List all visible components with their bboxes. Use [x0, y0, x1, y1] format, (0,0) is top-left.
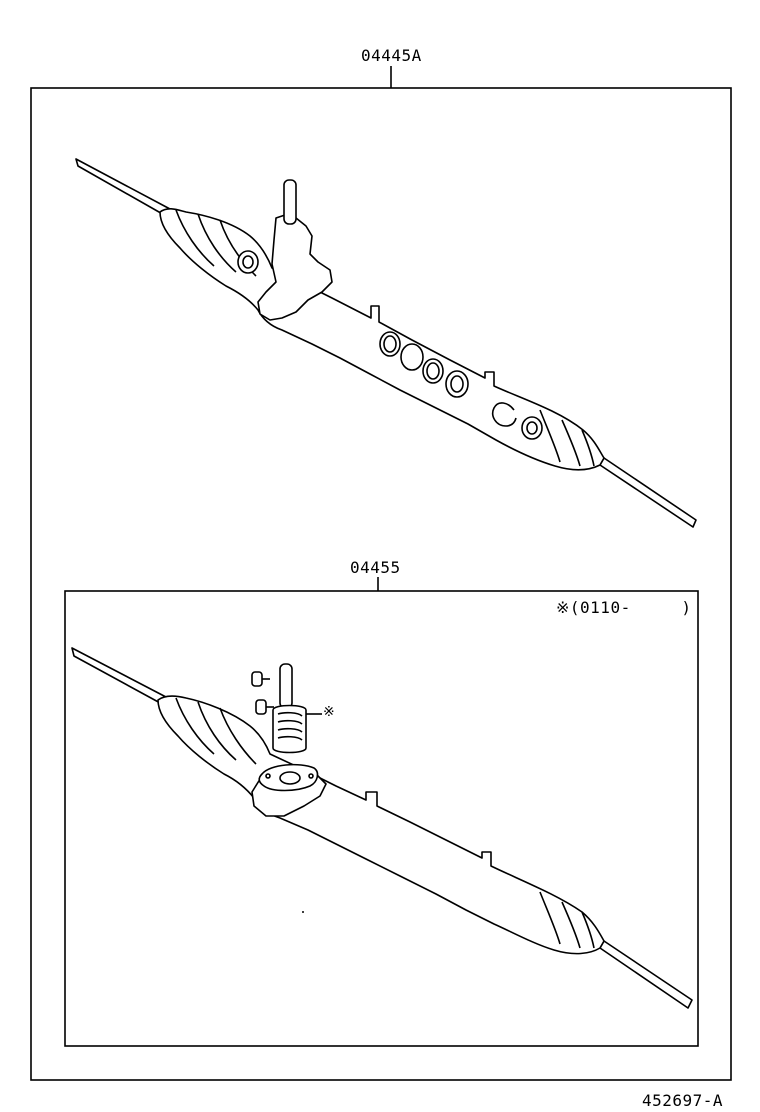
oil-seal-1: [379, 331, 401, 357]
right-mount-boss: [521, 416, 543, 440]
pinion-shaft: [279, 663, 293, 709]
lower-kit-part-number: 04455: [350, 558, 401, 577]
left-boot: [175, 697, 257, 765]
left-tie-rod: [71, 647, 167, 705]
stray-dot: [302, 911, 304, 913]
upper-kit-part-number: 04445A: [361, 46, 422, 65]
upper-steering-rack: [75, 158, 697, 528]
lower-kit-frame: [64, 590, 699, 1047]
gasket: [258, 763, 319, 792]
spring-callout-mark: ※: [323, 704, 336, 720]
oil-seal-2: [422, 358, 444, 384]
snap-ring: [491, 402, 517, 427]
lower-kit-date-note: ※(0110- ): [556, 598, 692, 617]
pinion-shaft: [283, 179, 297, 225]
rack-housing: [157, 695, 605, 955]
illustration-id: 452697-A: [642, 1091, 724, 1110]
left-tie-rod: [75, 158, 171, 217]
right-boot: [539, 409, 595, 467]
right-tie-rod: [599, 940, 693, 1009]
oil-seal-3: [445, 370, 469, 398]
upper-kit-frame: [30, 87, 732, 1081]
bolt-2: [255, 699, 274, 715]
lower-steering-rack: [71, 647, 693, 1009]
rack-guide-spring: [272, 704, 322, 754]
left-mount-boss: [237, 250, 259, 274]
pinion-housing: [257, 213, 333, 321]
bolt-1: [251, 671, 270, 687]
right-boot: [539, 891, 595, 949]
o-ring: [400, 343, 424, 371]
right-tie-rod: [599, 457, 697, 528]
